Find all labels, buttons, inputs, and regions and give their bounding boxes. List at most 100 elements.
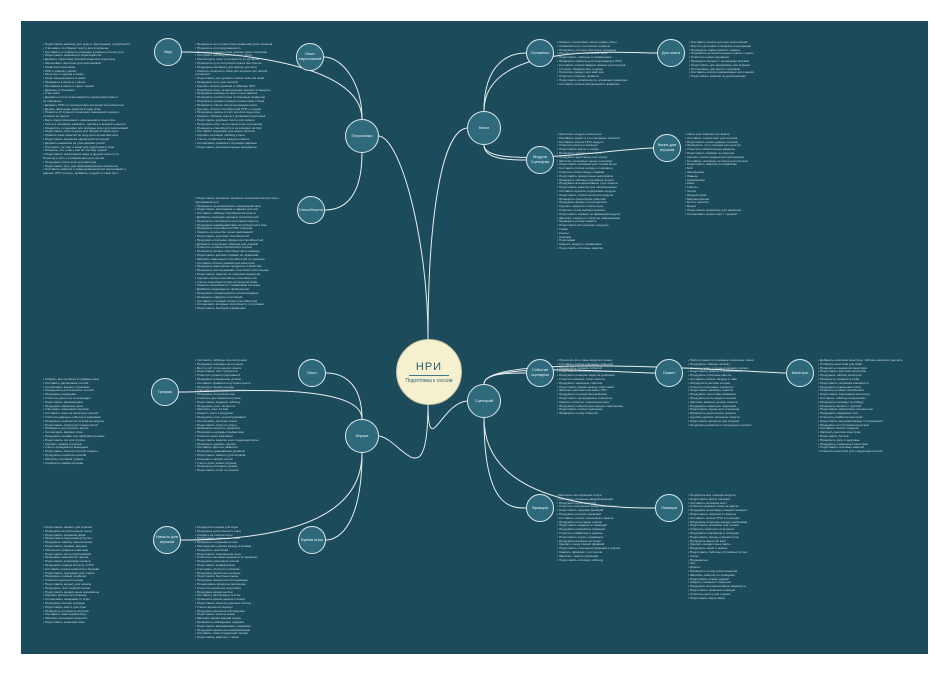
note-line: • Подготовить раздаточные материалы bbox=[557, 174, 614, 178]
note-line: • Подготовить связки между событиями bbox=[557, 385, 614, 389]
note-line: • Подготовить лидеров фракций bbox=[557, 509, 604, 513]
note-line: • Сделать краткое вступление bbox=[43, 594, 87, 598]
note-line: • Учитывать усталость игроков bbox=[195, 567, 240, 571]
note-line: • Составить план следующей сессии bbox=[195, 632, 248, 636]
note-line: • Подготовить наличие для игры и персона… bbox=[43, 43, 131, 46]
connector-lines bbox=[178, 51, 787, 541]
leaf-dop-knigi[interactable]: Доп книги bbox=[657, 39, 685, 67]
connector bbox=[483, 372, 527, 385]
note-line: • Сделать схему связей фракций bbox=[557, 543, 605, 547]
note-line: • Подготовить сокращения сцен bbox=[195, 552, 241, 556]
central-topic-divider bbox=[409, 374, 449, 376]
leaf-nachalo-dlya-igrokov[interactable]: Начало для игроков bbox=[153, 526, 181, 554]
leaf-modul-scenariy[interactable]: Модули Сценарии bbox=[526, 146, 554, 174]
note-line: • Уметь в основном заменить, сделать и в… bbox=[43, 122, 126, 126]
note-line: • Подготовить таймер для сцен bbox=[195, 537, 240, 541]
notes-modul-scenariy: • Прочитать модуль полностью• Разобрать … bbox=[557, 133, 652, 343]
leaf-syuzhet[interactable]: Сюжет bbox=[655, 359, 683, 387]
note-line: • Отметить уровни персонажей bbox=[195, 374, 240, 378]
central-topic[interactable]: НРИ Подготовка к сессии bbox=[396, 339, 462, 405]
branch-igroki[interactable]: Игроки bbox=[345, 419, 379, 453]
note-line: • Согласовать ожидания от игры bbox=[43, 598, 90, 602]
note-line: • НПС и врагов у своих bbox=[43, 69, 77, 73]
note-line: • Продумать опыт за отыгрыш роли и решен… bbox=[195, 122, 263, 126]
branch-scenariy[interactable]: Сценарий bbox=[467, 384, 501, 418]
note-line: • Подготовить описания каждой сцены bbox=[557, 370, 613, 374]
note-line: • Продумать темп первой сессии bbox=[43, 586, 91, 590]
note-line: • Сверить способности с правилами систем… bbox=[195, 284, 261, 288]
note-line: • Подготовить описания для чтения вслух bbox=[557, 163, 617, 167]
leaf-knigi-dlya-igrokov[interactable]: Книги для игроков bbox=[653, 134, 681, 162]
note-line: • Добавить описание монстров, таблицы ве… bbox=[818, 359, 903, 362]
note-line: • Разделять о сценарии или эпизоды игры … bbox=[43, 126, 128, 130]
note-line: • Проверить на соответствие правилам уро… bbox=[195, 43, 273, 46]
note-line: • Отметить достижения игроков bbox=[195, 396, 241, 400]
leaf-opyt-personazhey[interactable]: Опыт персонажей bbox=[296, 43, 324, 71]
connector bbox=[181, 51, 363, 120]
note-line: • Отметить особые способности bbox=[818, 389, 865, 393]
note-line: • Сделать график отпусков bbox=[43, 442, 82, 446]
notes-dop-knigi: • Составить список доп книг дополнений• … bbox=[689, 41, 789, 111]
note-line: • Продумать переносы сессий bbox=[43, 453, 87, 457]
note-line: • Сделать пометки о темпе игры bbox=[557, 205, 604, 209]
note-line: • Продумать сюжетные подсказки bbox=[688, 404, 737, 408]
connector bbox=[483, 369, 656, 385]
notes-syuzhet: • Найти и нанести основные сюжетные лини… bbox=[688, 359, 784, 489]
note-line: • Проверить уровни сложности bbox=[557, 151, 602, 155]
note-line: • Продумать количество сессий на модуль bbox=[43, 419, 105, 423]
note-line: • Отметить символику и девизы bbox=[557, 531, 603, 535]
leaf-grafik[interactable]: График bbox=[151, 378, 179, 406]
connector bbox=[178, 390, 363, 420]
branch-knigi[interactable]: Книги bbox=[467, 111, 501, 145]
note-line: • Подготовить персонажей пары и друзей ч… bbox=[43, 153, 119, 157]
note-line: • Определить порядок событий bbox=[557, 366, 602, 370]
note-line: • Составить расписание сессий bbox=[43, 381, 89, 385]
leaf-monstry[interactable]: Монстры bbox=[786, 359, 814, 387]
note-line: • Подготовить схемы зданий bbox=[688, 577, 729, 581]
note-line: • Подготовить заклинания и навыки для ни… bbox=[195, 208, 259, 212]
note-line: • Продумать уравнивание уровней bbox=[195, 450, 245, 454]
leaf-opyt[interactable]: Опыт bbox=[298, 359, 326, 387]
note-line: • Подготовить вступление к модулю bbox=[557, 224, 609, 228]
note-line: • Продумать влияние на сюжет bbox=[557, 539, 602, 543]
leaf-sposobnosti[interactable]: Способности bbox=[297, 196, 325, 224]
note-line: • Продумать вступительную сцену bbox=[43, 529, 93, 533]
branch-personazhi[interactable]: Персонажи bbox=[345, 119, 379, 153]
leaf-vremya-igry[interactable]: Время игры bbox=[298, 526, 326, 554]
note-line: • Подготовить описания внешности bbox=[818, 381, 869, 385]
note-line: • Продумать альтернативные маршруты bbox=[688, 585, 746, 589]
note-line: • Составить описания мест bbox=[688, 501, 727, 505]
note-line: • Отметить важные события в кампании bbox=[43, 415, 101, 419]
leaf-frakcii[interactable]: Фракции bbox=[526, 494, 554, 522]
note-line: • Подготовить итоги героев для общей ист… bbox=[43, 130, 119, 134]
note-line: • Проверить хронологию событий bbox=[557, 197, 606, 201]
note-line: • Подготовить доп уровни и связи события… bbox=[195, 77, 265, 81]
leaf-sobytiya-scenariya[interactable]: Событие сценария bbox=[526, 359, 554, 387]
note-line: • Подготовить раздаточные материалы bbox=[43, 590, 100, 594]
note-line: • Подготовить заметки по спорным момента… bbox=[195, 272, 261, 276]
note-line: • Сверить опыт с модулем bbox=[195, 412, 233, 416]
note-line: • Отобрать монстров для боёв bbox=[818, 362, 862, 366]
note-line: • Подготовить памятку для игроков bbox=[195, 453, 246, 457]
note-line: • Лес bbox=[688, 562, 696, 566]
note-line: • Подготовить план на длинные сессии bbox=[195, 601, 252, 605]
note-line: • Построить таблицу для каждого героя bbox=[195, 54, 252, 58]
note-line: • Продумать события для каждого персонаж… bbox=[557, 404, 623, 408]
note-line: • Проверить совместимость правил bbox=[689, 48, 741, 52]
note-line: • Составить и сообщить описание в разных… bbox=[43, 50, 124, 54]
note-line: • Согласовать формат игры bbox=[43, 431, 83, 435]
leaf-lokacii[interactable]: Локации bbox=[655, 494, 683, 522]
note-line: • Продумать альтернативные пути сюжета bbox=[557, 182, 618, 186]
leaf-osnovnye[interactable]: Основные bbox=[526, 39, 554, 67]
note-line: • Продумать взаимодействие способностей … bbox=[195, 223, 267, 227]
note-line: • Проверить баланс наград bbox=[195, 385, 235, 389]
note-line: • Книги для игроков и их выбор bbox=[685, 133, 730, 136]
note-line: • Продумать окружение боя bbox=[818, 412, 858, 416]
note-line: персонажей для bbox=[195, 200, 219, 204]
note-line: • Продумать атмосферу каждой локации bbox=[688, 509, 747, 513]
leaf-vid[interactable]: Вид bbox=[154, 38, 182, 66]
note-line: • Проверить список опыта на каждом этапе bbox=[195, 103, 258, 107]
notes-sobytiya-scenariya: • Прочитать все главы модуля и сюжет• Со… bbox=[557, 359, 649, 454]
note-line: • Сверить количество ячеек заклинаний bbox=[195, 231, 253, 235]
note-line: • Подготовить описания характеристик гер… bbox=[43, 137, 110, 141]
